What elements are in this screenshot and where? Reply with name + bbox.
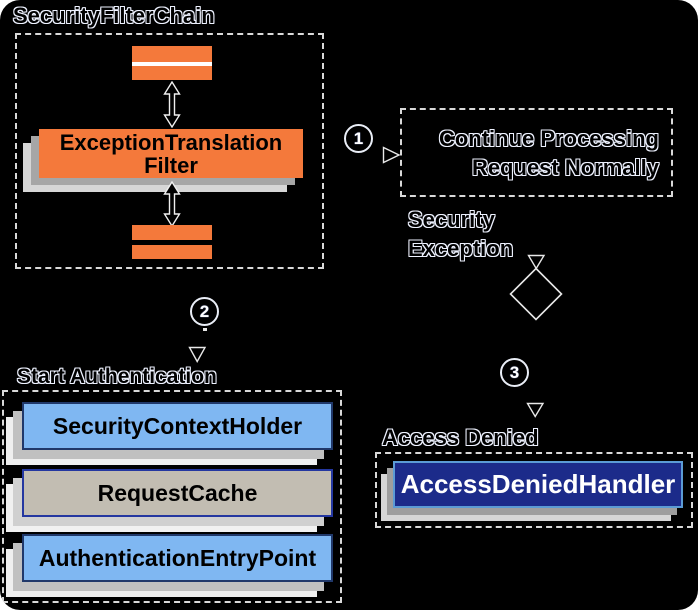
authentication-entry-point-box: AuthenticationEntryPoint <box>22 534 333 582</box>
filter-bar <box>132 66 212 80</box>
filter-bars-top <box>132 46 212 80</box>
filter-bar <box>132 245 212 259</box>
authentication-entry-point-stack: AuthenticationEntryPoint <box>6 534 333 597</box>
continue-processing-box: Continue Processing Request Normally <box>400 108 673 197</box>
security-context-holder-stack: SecurityContextHolder <box>6 402 333 465</box>
arrowhead-down-icon <box>527 254 546 270</box>
step-3-badge: 3 <box>500 358 529 387</box>
security-exception-line2: Exception <box>408 236 514 261</box>
exception-translation-filter-box: ExceptionTranslation Filter <box>39 129 303 178</box>
exception-translation-filter-stack: ExceptionTranslation Filter <box>23 129 303 192</box>
filter-label-line2: Filter <box>144 152 198 178</box>
filter-bar <box>132 225 212 240</box>
arrowhead-down-icon <box>526 402 545 418</box>
filter-bar-gap <box>132 62 212 66</box>
filter-bars-bottom <box>132 225 212 259</box>
start-authentication-label: Start Authentication <box>17 365 217 388</box>
arrowhead-right-icon <box>382 146 401 164</box>
access-denied-handler-stack: AccessDeniedHandler <box>381 461 683 521</box>
step-1-badge: 1 <box>344 124 373 153</box>
security-filter-chain-title: SecurityFilterChain <box>13 3 215 28</box>
step-2-badge: 2 <box>190 297 219 326</box>
continue-line2: Request Normally <box>471 154 659 180</box>
security-exception-line1: Security <box>408 207 495 232</box>
request-cache-stack: RequestCache <box>6 469 333 532</box>
continue-line1: Continue Processing <box>438 125 659 151</box>
access-denied-label: Access Denied <box>382 425 539 450</box>
filter-bar <box>132 46 212 62</box>
access-denied-handler-box: AccessDeniedHandler <box>393 461 683 508</box>
request-cache-box: RequestCache <box>22 469 333 517</box>
security-context-holder-box: SecurityContextHolder <box>22 402 333 450</box>
start-authentication-box <box>2 390 342 603</box>
security-exception-label: Security Exception <box>408 205 513 263</box>
double-arrow-icon <box>163 81 181 128</box>
access-denied-box <box>375 452 693 528</box>
arrowhead-down-icon <box>188 346 207 363</box>
decision-diamond-icon <box>509 267 563 321</box>
security-filter-chain-box <box>15 33 324 269</box>
filter-label-line1: ExceptionTranslation <box>59 129 283 155</box>
dotted-line-segment <box>203 328 207 331</box>
double-arrow-icon <box>163 181 181 227</box>
